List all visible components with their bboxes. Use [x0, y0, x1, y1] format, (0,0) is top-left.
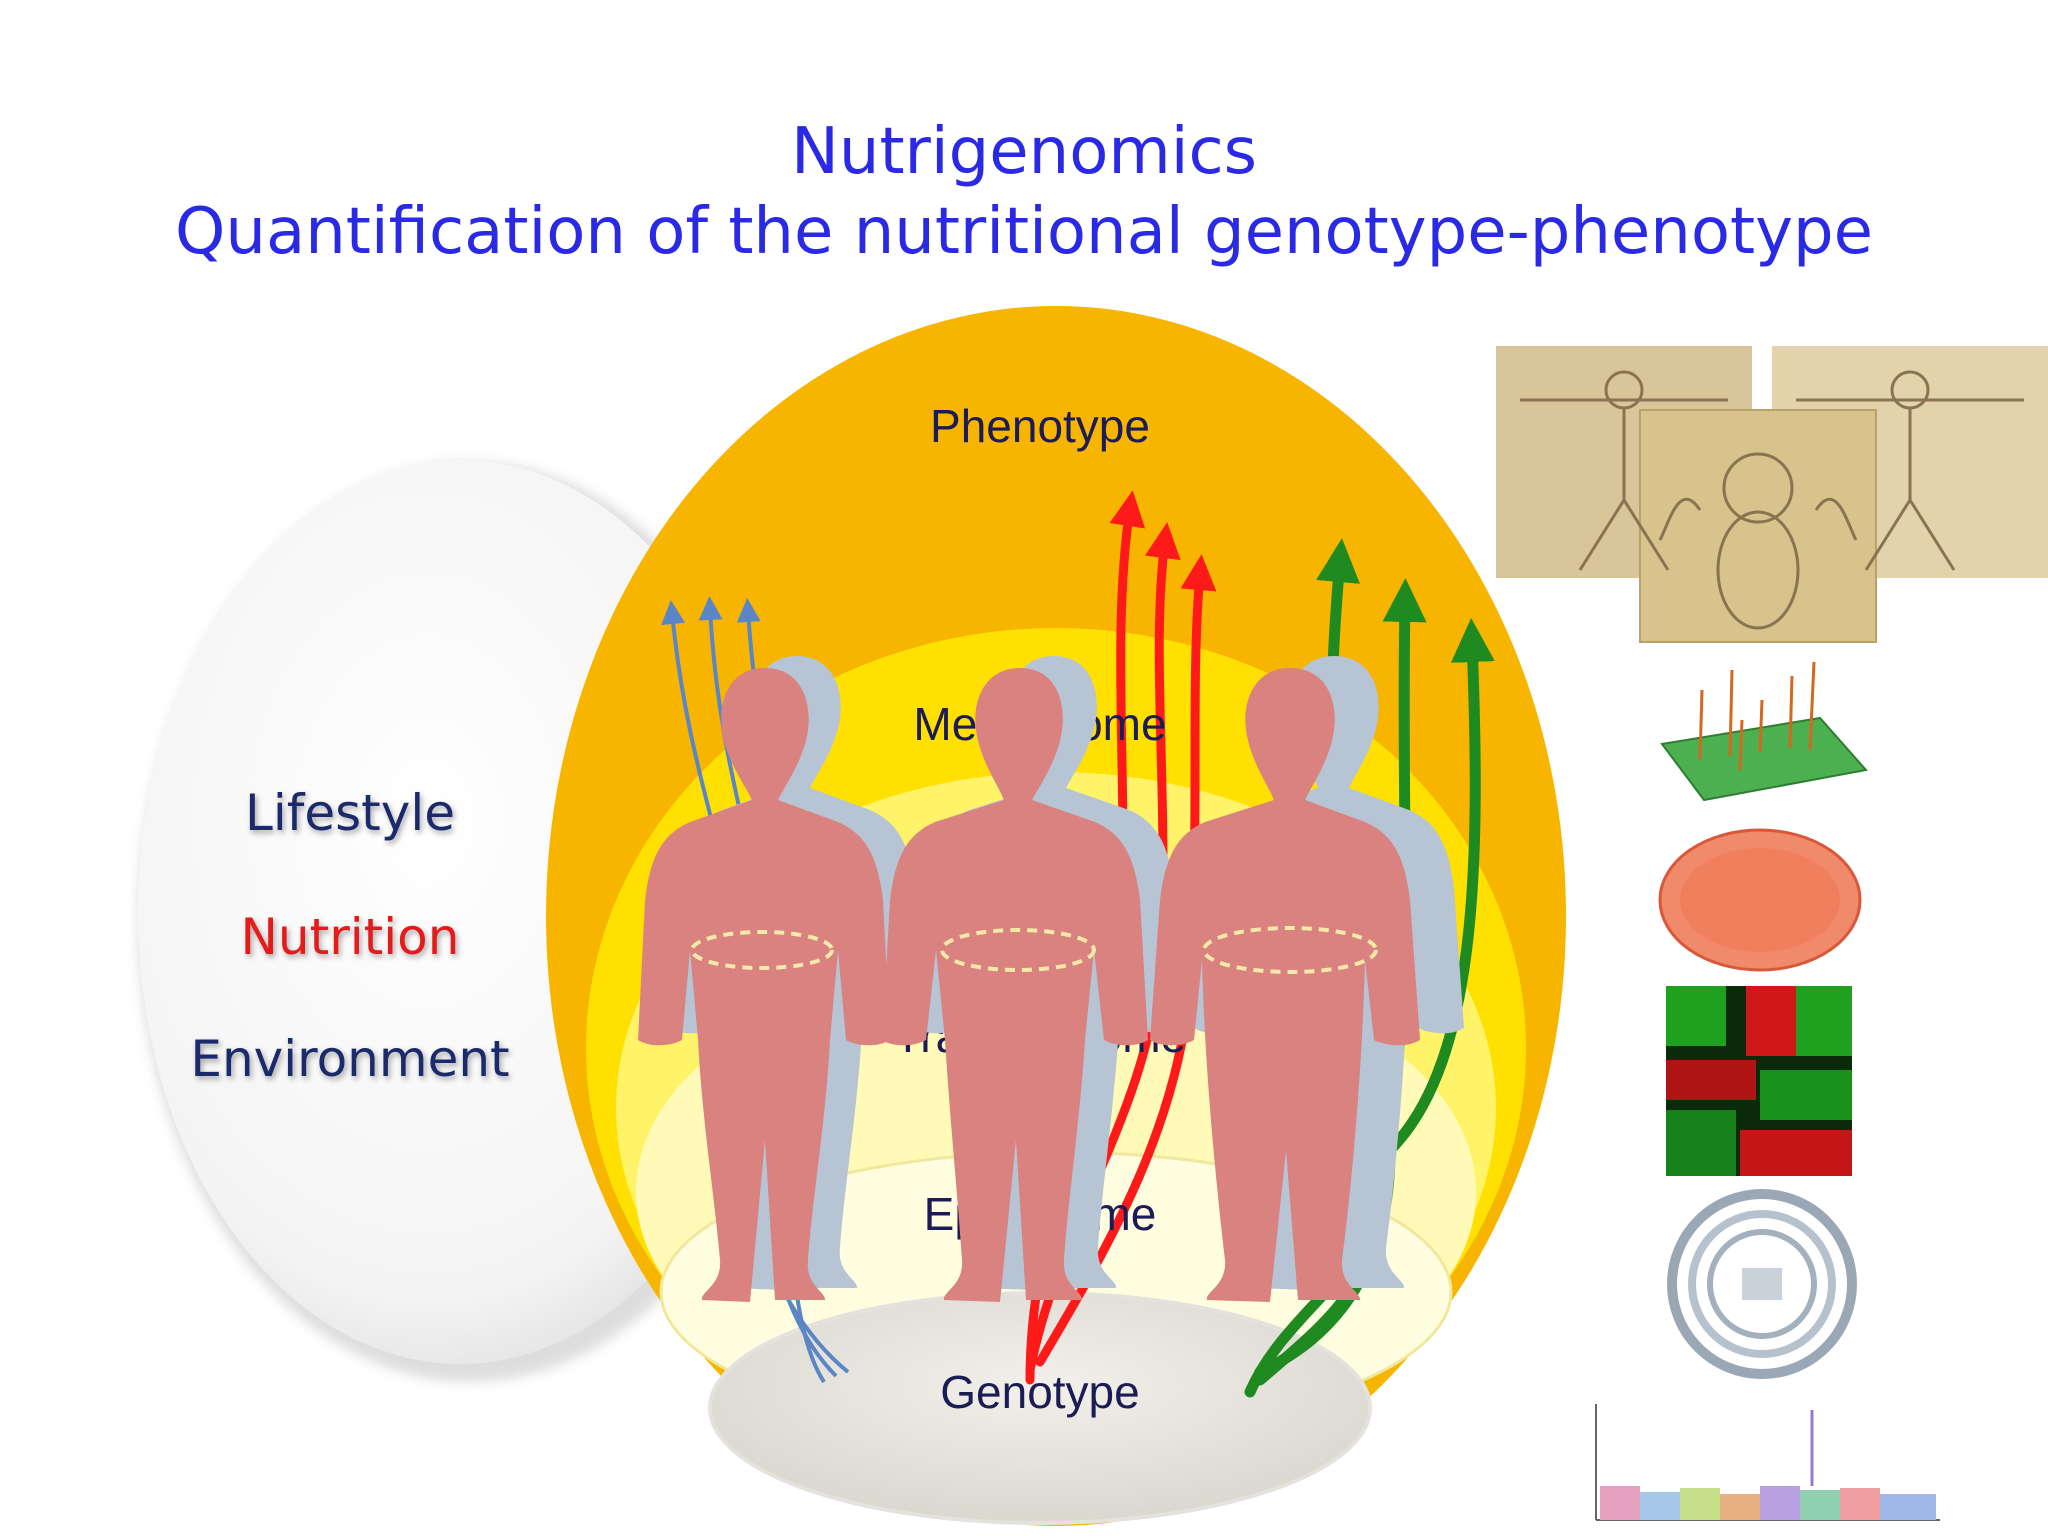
manhattan-plot — [1595, 1404, 1940, 1521]
3d-spectrum-plot — [1660, 661, 1868, 802]
vitruvian-man-drawings — [1496, 346, 2048, 643]
figure-average — [882, 656, 1182, 1302]
phenotype-label: Phenotype — [930, 400, 1150, 452]
nutrition-label: Nutrition — [241, 908, 460, 966]
slide-subtitle: Quantification of the nutritional genoty… — [175, 195, 1873, 269]
lifestyle-label: Lifestyle — [245, 784, 455, 842]
circular-genome-plot — [1654, 1180, 1870, 1390]
microarray-heatmap — [1666, 986, 1852, 1176]
network-graph — [1658, 828, 1862, 972]
genotype-label: Genotype — [940, 1366, 1139, 1418]
slide-title: Nutrigenomics — [791, 115, 1257, 189]
environment-label: Environment — [190, 1030, 509, 1088]
figure-obese — [1150, 656, 1464, 1302]
figure-lean — [638, 656, 922, 1302]
